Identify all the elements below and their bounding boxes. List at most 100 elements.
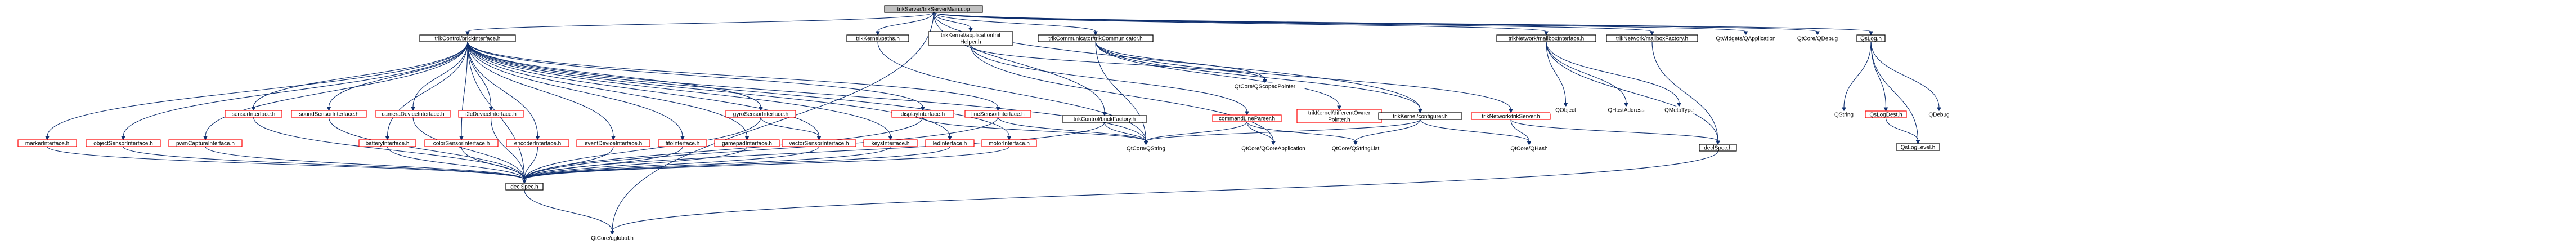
edges-layer bbox=[45, 12, 1941, 236]
edge-trikserver-qhash bbox=[1510, 119, 1532, 146]
node-fifo[interactable]: fifoInterface.h bbox=[658, 139, 707, 147]
edge-line bbox=[1885, 117, 1919, 141]
node-box bbox=[1865, 110, 1907, 118]
node-label: pwmCaptureInterface.h bbox=[176, 141, 235, 147]
node-configurer[interactable]: trikKernel/configurer.h bbox=[1378, 112, 1462, 120]
node-box bbox=[1231, 144, 1316, 152]
node-qhash[interactable]: QtCore/QHash bbox=[1507, 144, 1551, 152]
node-qsloglevel[interactable]: QsLogLevel.h bbox=[1896, 143, 1940, 151]
edge-arrowhead bbox=[1544, 31, 1549, 36]
node-camera[interactable]: cameraDeviceInterface.h bbox=[375, 110, 451, 118]
node-declspec2[interactable]: declSpec.h bbox=[1699, 144, 1737, 152]
node-label: fifoInterface.h bbox=[666, 141, 700, 147]
edge-gyro-vector bbox=[760, 117, 822, 141]
edge-line bbox=[1355, 119, 1421, 142]
node-mailbox[interactable]: trikNetwork/mailboxInterface.h bbox=[1496, 34, 1596, 42]
edge-mailbox-qobject bbox=[1546, 41, 1568, 108]
edge-arrowhead bbox=[1093, 31, 1098, 36]
node-declspec1[interactable]: declSpec.h bbox=[505, 183, 544, 191]
node-root[interactable]: trikServer/trikServerMain.cpp bbox=[884, 5, 983, 13]
edge-line bbox=[524, 117, 999, 180]
node-box bbox=[1659, 106, 1699, 114]
node-box bbox=[1699, 144, 1737, 152]
edge-line bbox=[877, 12, 934, 32]
node-vector[interactable]: vectorSensorInterface.h bbox=[782, 139, 856, 147]
node-qhostaddr[interactable]: QHostAddress bbox=[1600, 106, 1652, 114]
node-box bbox=[1496, 34, 1596, 42]
node-cmdline[interactable]: commandLineParser.h bbox=[1212, 114, 1282, 122]
node-motor[interactable]: motorInterface.h bbox=[981, 139, 1037, 147]
node-box bbox=[1829, 110, 1859, 118]
edge-line bbox=[1546, 41, 1567, 104]
node-label: gyroSensorInterface.h bbox=[733, 112, 788, 118]
edge-arrowhead bbox=[1353, 141, 1358, 146]
edge-soundsensor-declspec1 bbox=[328, 117, 527, 184]
edge-arrowhead bbox=[948, 136, 952, 141]
node-box bbox=[891, 110, 954, 118]
node-box bbox=[863, 139, 918, 147]
node-qdebug2[interactable]: QDebug bbox=[1924, 110, 1954, 118]
node-sensor[interactable]: sensorInterface.h bbox=[225, 110, 282, 118]
node-objsensor[interactable]: objectSensorInterface.h bbox=[86, 139, 161, 147]
node-label: trikKernel/applicationInit bbox=[941, 33, 1000, 39]
edge-line bbox=[253, 41, 468, 108]
node-keys[interactable]: keysInterface.h bbox=[863, 139, 918, 147]
edge-line bbox=[467, 41, 614, 137]
node-qwidgets[interactable]: QtWidgets/QApplication bbox=[1710, 34, 1781, 42]
node-gamepad[interactable]: gamepadInterface.h bbox=[714, 139, 780, 147]
node-label: cameraDeviceInterface.h bbox=[382, 112, 444, 118]
node-qstring2[interactable]: QtCore/QString bbox=[1118, 144, 1174, 152]
node-qscoped[interactable]: QtCore/QScopedPointer bbox=[1225, 82, 1305, 90]
node-label: declSpec.h bbox=[510, 184, 538, 191]
node-qstring1[interactable]: QString bbox=[1829, 110, 1859, 118]
node-qslogdest[interactable]: QsLogDest.h bbox=[1865, 110, 1907, 118]
edge-line bbox=[1546, 41, 1627, 104]
node-encoder[interactable]: encoderInterface.h bbox=[506, 139, 569, 147]
node-soundsensor[interactable]: soundSensorInterface.h bbox=[291, 110, 367, 118]
node-trikserver[interactable]: trikNetwork/trikServer.h bbox=[1471, 112, 1551, 120]
edge-root-kpaths bbox=[876, 12, 934, 36]
edge-arrowhead bbox=[1883, 107, 1888, 112]
node-lineSensor[interactable]: lineSensorInterface.h bbox=[964, 110, 1031, 118]
edge-line bbox=[412, 41, 468, 108]
node-color[interactable]: colorSensorInterface.h bbox=[424, 139, 499, 147]
node-kpaths[interactable]: trikKernel/paths.h bbox=[846, 34, 909, 42]
node-label: Helper.h bbox=[960, 39, 981, 46]
node-label: sensorInterface.h bbox=[232, 112, 275, 118]
node-gyro[interactable]: gyroSensorInterface.h bbox=[725, 110, 796, 118]
node-pwm[interactable]: pwmCaptureInterface.h bbox=[168, 139, 243, 147]
edge-brickfac-qstring2 bbox=[1104, 122, 1148, 146]
node-label: Pointer.h bbox=[1328, 117, 1350, 123]
node-i2c[interactable]: i2cDeviceInterface.h bbox=[458, 110, 524, 118]
node-qcoreapp[interactable]: QtCore/QCoreApplication bbox=[1231, 144, 1316, 152]
edge-line bbox=[412, 117, 525, 180]
node-box bbox=[1212, 114, 1282, 122]
node-qstringlist[interactable]: QtCore/QStringList bbox=[1322, 144, 1389, 152]
node-event[interactable]: eventDeviceInterface.h bbox=[576, 139, 650, 147]
node-brick[interactable]: trikControl/brickInterface.h bbox=[419, 34, 516, 42]
node-display[interactable]: displayInterface.h bbox=[891, 110, 954, 118]
edge-arrowhead bbox=[535, 136, 540, 141]
node-box bbox=[419, 34, 516, 42]
node-comm[interactable]: trikCommunicator/trikCommunicator.h bbox=[1038, 34, 1154, 42]
edge-qslogdest-qsloglevel bbox=[1885, 117, 1920, 145]
node-qtglobal[interactable]: QtCore/qglobal.h bbox=[584, 234, 641, 242]
node-battery[interactable]: batteryInterface.h bbox=[358, 139, 416, 147]
node-brickfac[interactable]: trikControl/brickFactory.h bbox=[1062, 115, 1147, 123]
edge-line bbox=[123, 146, 525, 180]
node-box bbox=[1550, 106, 1582, 114]
node-label: QString bbox=[1834, 112, 1854, 118]
node-qdebug1[interactable]: QtCore/QDebug bbox=[1792, 34, 1843, 42]
node-qobject[interactable]: QObject bbox=[1550, 106, 1582, 114]
node-qmetatype[interactable]: QMetaType bbox=[1659, 106, 1699, 114]
node-mailboxfac[interactable]: trikNetwork/mailboxFactory.h bbox=[1606, 34, 1698, 42]
edge-root-mailbox bbox=[933, 12, 1549, 36]
node-qslog[interactable]: QsLog.h bbox=[1856, 34, 1886, 42]
node-label: QsLogLevel.h bbox=[1901, 145, 1936, 151]
node-led[interactable]: ledInterface.h bbox=[925, 139, 975, 147]
node-marker[interactable]: markerInterface.h bbox=[17, 139, 77, 147]
edge-root-comm bbox=[933, 12, 1098, 36]
edge-line bbox=[1095, 41, 1147, 142]
